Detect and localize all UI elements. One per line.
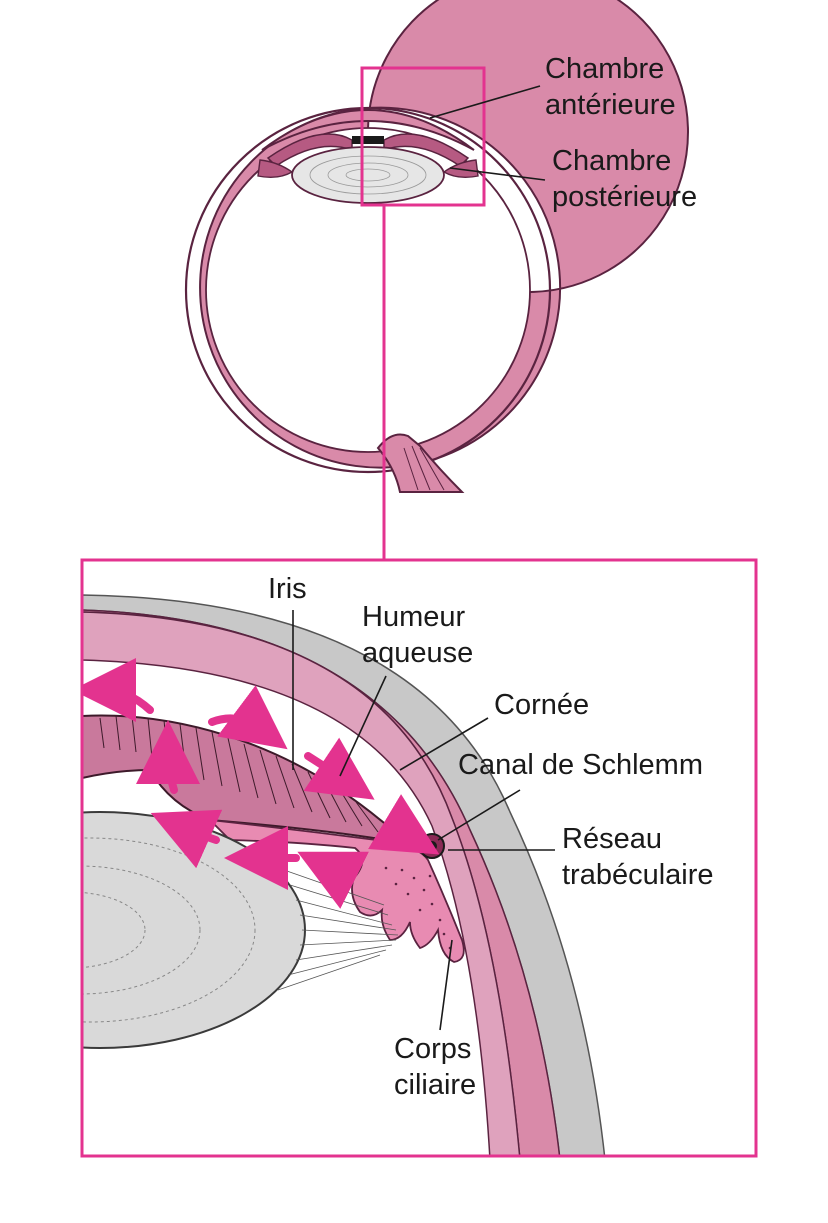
detail-frame	[80, 558, 758, 1158]
eye-cross-section-icon	[184, 0, 689, 493]
label-aqueous-1: Humeur	[362, 601, 465, 633]
label-posterior-chamber-1: Chambre	[552, 145, 671, 177]
label-ciliary-2: ciliaire	[394, 1069, 476, 1101]
cornea-top	[261, 109, 475, 151]
label-posterior-chamber-2: postérieure	[552, 181, 697, 213]
label-schlemm: Canal de Schlemm	[458, 749, 703, 781]
lens-top	[291, 146, 445, 204]
zoom-frame-icon	[360, 66, 486, 207]
label-anterior-chamber-1: Chambre	[545, 53, 664, 85]
detail-anatomy	[82, 594, 606, 1156]
label-trabecular-1: Réseau	[562, 823, 662, 855]
ciliary-texture	[384, 866, 452, 950]
label-cornea: Cornée	[494, 689, 589, 721]
label-anterior-chamber-2: antérieure	[545, 89, 676, 121]
optic-nerve	[376, 433, 465, 493]
label-aqueous-2: aqueuse	[362, 637, 473, 669]
label-trabecular-2: trabéculaire	[562, 859, 714, 891]
flow-arrow-icon	[82, 658, 440, 909]
label-ciliary-1: Corps	[394, 1033, 471, 1065]
label-iris: Iris	[268, 573, 307, 605]
